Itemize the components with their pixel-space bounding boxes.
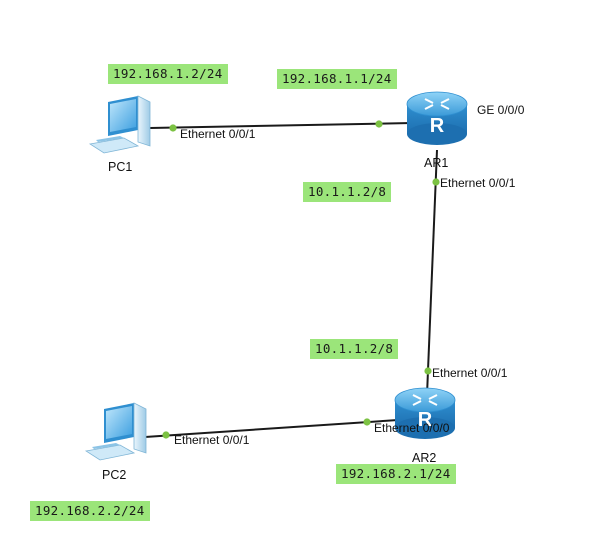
pc2-name: PC2: [102, 468, 127, 482]
ar2-wan-port-label: Ethernet 0/0/1: [432, 366, 508, 380]
pc1-port-label: Ethernet 0/0/1: [180, 127, 256, 141]
link-pc1-ar1: [149, 122, 413, 129]
pc1-icon[interactable]: [88, 95, 151, 154]
pc2-icon[interactable]: [84, 402, 147, 461]
port-dot-pc2-eth001[interactable]: [162, 431, 170, 439]
pc2-port-label: Ethernet 0/0/1: [174, 433, 250, 447]
ar2-name: AR2: [412, 451, 437, 465]
pc2-ip-label: 192.168.2.2/24: [30, 501, 150, 521]
ar1-wan-ip-label: 10.1.1.2/8: [303, 182, 392, 202]
port-dot-ar2-eth000[interactable]: [363, 418, 371, 426]
ar1-lan-ip-label: 192.168.1.1/24: [277, 69, 397, 89]
ar1-wan-port-label: Ethernet 0/0/1: [440, 176, 516, 190]
port-dot-ar1-ge000[interactable]: [375, 120, 383, 128]
port-dot-pc1-eth001[interactable]: [169, 124, 177, 132]
ar2-lan-port-label: Ethernet 0/0/0: [374, 421, 450, 435]
ar1-name: AR1: [424, 156, 449, 170]
ar1-lan-port-label: GE 0/0/0: [477, 103, 525, 117]
link-ar1-ar2: [426, 149, 438, 396]
ar2-router-icon[interactable]: R: [394, 387, 456, 439]
ar2-lan-ip-label: 192.168.2.1/24: [336, 464, 456, 484]
link-pc2-ar2: [144, 419, 399, 438]
port-dot-ar2-eth001[interactable]: [424, 367, 432, 375]
svg-text:R: R: [418, 409, 433, 431]
ar2-wan-ip-label: 10.1.1.2/8: [310, 339, 399, 359]
pc1-name: PC1: [108, 160, 133, 174]
svg-text:R: R: [430, 115, 445, 137]
ar1-router-icon[interactable]: R: [406, 91, 468, 145]
port-dot-ar1-eth001[interactable]: [432, 178, 440, 186]
pc1-ip-label: 192.168.1.2/24: [108, 64, 228, 84]
